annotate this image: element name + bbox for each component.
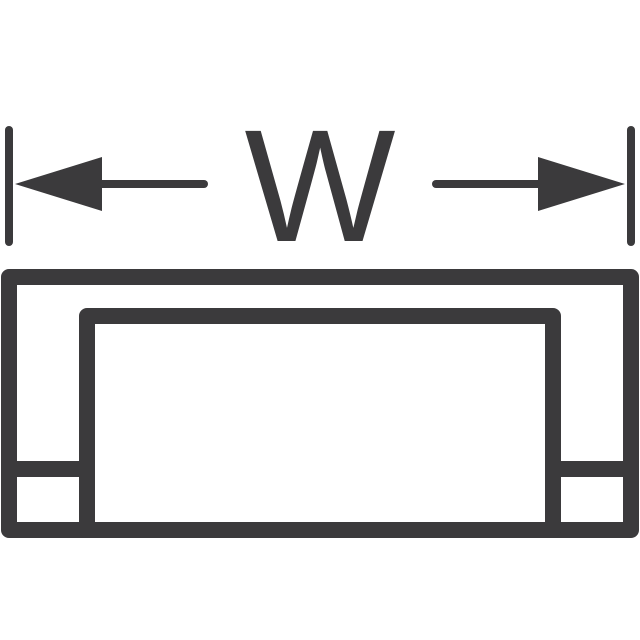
right-arrowhead-icon bbox=[538, 157, 625, 211]
dimension-label: W bbox=[244, 96, 395, 275]
inner-body-outline bbox=[79, 308, 561, 538]
width-dimension: W bbox=[5, 96, 635, 275]
left-arrowhead-icon bbox=[15, 157, 102, 211]
component-body bbox=[1, 269, 639, 538]
